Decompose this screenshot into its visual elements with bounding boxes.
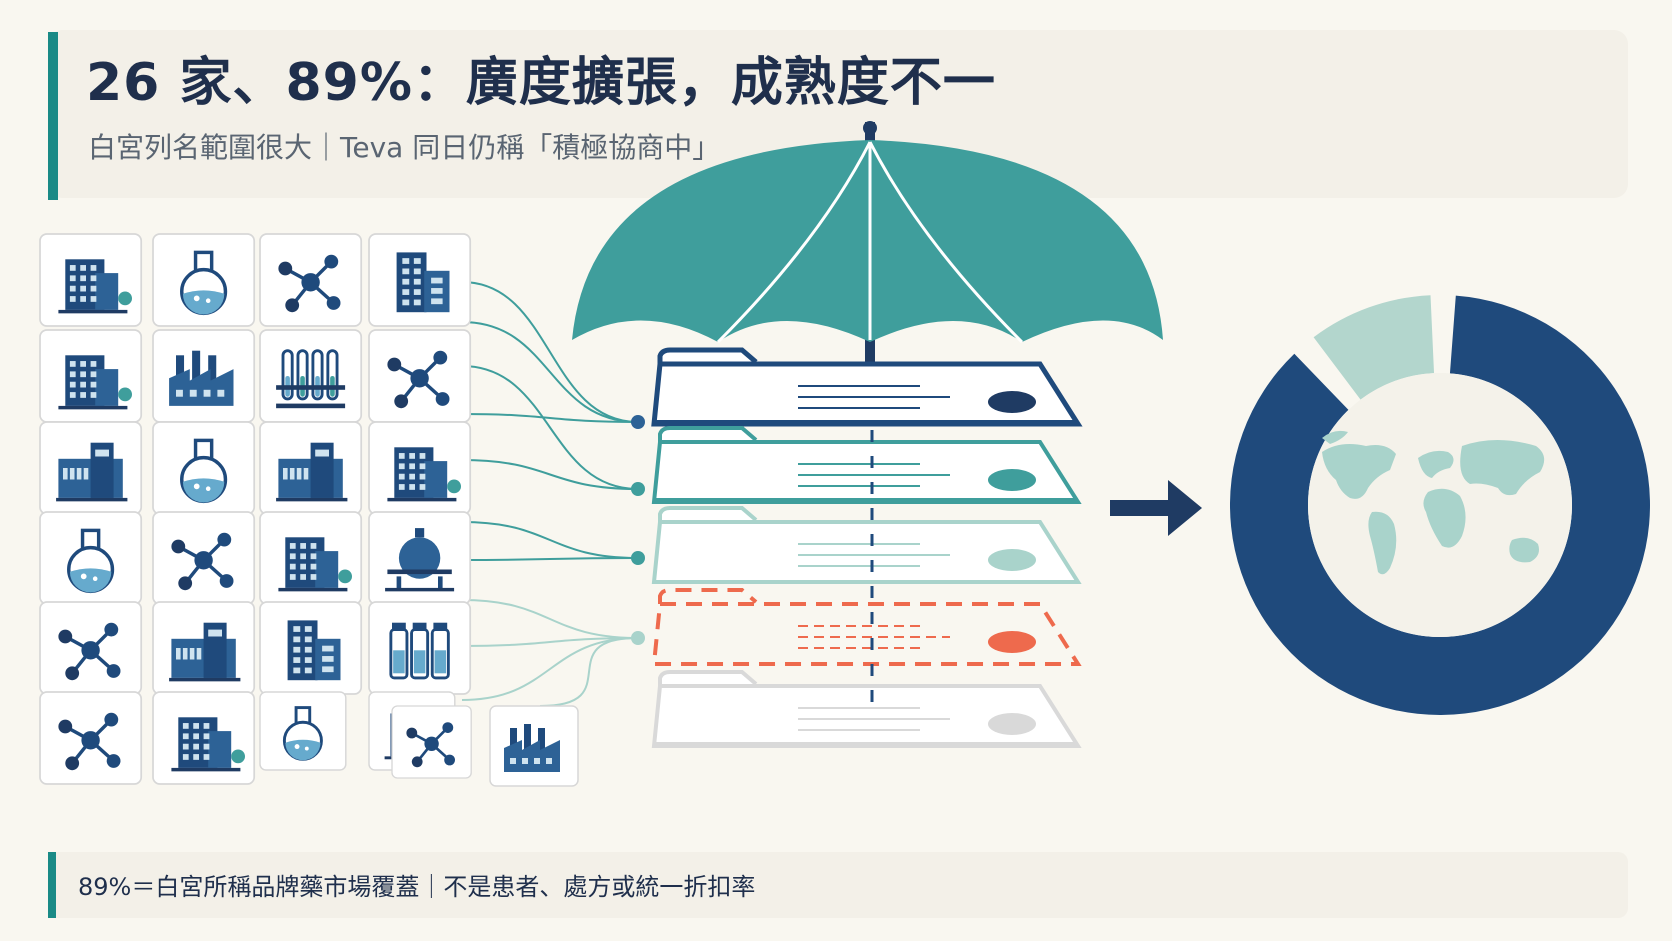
connector-node [631, 482, 645, 496]
company-tile [259, 233, 363, 327]
company-tile [152, 233, 256, 327]
company-tile [368, 511, 472, 605]
page-title: 26 家、89%：廣度擴張，成熟度不一 [86, 53, 996, 113]
agreement-document [651, 426, 1082, 504]
molecule-icon [58, 712, 121, 771]
flask-icon [180, 438, 228, 504]
company-tile [152, 329, 256, 423]
flask-icon [180, 250, 228, 316]
company-tile [39, 511, 143, 605]
factory-icon [504, 724, 560, 772]
lab-building-icon [276, 442, 348, 502]
molecule-icon [387, 350, 450, 409]
connector-line [461, 459, 639, 490]
company-tile [368, 601, 472, 695]
header-accent-bar [48, 32, 58, 200]
company-tile [152, 601, 256, 695]
factory-icon [169, 350, 234, 406]
company-tile [259, 421, 363, 515]
connector-node [631, 631, 645, 645]
office-building-icon [171, 717, 245, 772]
footer-panel [48, 852, 1628, 918]
connector-node [631, 415, 645, 429]
connector-line [461, 557, 639, 561]
connector-line [461, 637, 639, 647]
donut-remaining-segment [1313, 295, 1435, 400]
vials-icon [389, 622, 450, 680]
company-tile [39, 329, 143, 423]
footer-note: 89%＝白宮所稱品牌藥市場覆蓋｜不是患者、處方或統一折扣率 [78, 873, 756, 901]
company-tile [39, 601, 143, 695]
company-tile [259, 329, 363, 423]
document-seal [988, 391, 1036, 413]
connector-line [461, 365, 639, 490]
company-tile [39, 233, 143, 327]
connector-lines [461, 281, 645, 707]
agreement-document-stack [651, 347, 1083, 748]
footer-accent-bar [48, 852, 56, 918]
world-map-icon [1322, 430, 1545, 575]
connector-node [631, 551, 645, 565]
office-building-icon [58, 355, 132, 410]
donut-covered-segment [1230, 295, 1650, 715]
test-tubes-icon [276, 349, 346, 409]
tank-plant-icon [385, 528, 455, 592]
company-tile [39, 691, 143, 785]
connector-line [539, 637, 639, 707]
agreement-document [651, 506, 1082, 584]
office-building-icon [58, 259, 132, 314]
arrow-right-icon [1110, 480, 1202, 536]
connector-line [461, 321, 639, 423]
page-subtitle: 白宮列名範圍很大｜Teva 同日仍稱「積極協商中」 [88, 131, 721, 164]
company-tile [368, 329, 472, 423]
office-building-icon [278, 537, 352, 592]
connector-line [461, 637, 639, 701]
company-icon-grid [39, 233, 579, 787]
flask-icon [282, 706, 323, 761]
agreement-document [651, 670, 1082, 748]
company-tile [368, 421, 472, 515]
agreement-document [651, 588, 1082, 666]
agreement-document [651, 347, 1083, 427]
tower-building-icon [396, 252, 450, 313]
molecule-icon [406, 722, 455, 768]
lab-building-icon [169, 622, 241, 682]
company-tile [259, 601, 363, 695]
company-tile [259, 511, 363, 605]
molecule-icon [58, 622, 121, 681]
company-tile [368, 233, 472, 327]
company-tile [39, 421, 143, 515]
company-tile [391, 705, 472, 779]
document-seal [988, 631, 1036, 653]
company-tile [152, 511, 256, 605]
connector-line [461, 599, 639, 639]
tower-building-icon [287, 620, 341, 681]
office-building-icon [387, 447, 461, 502]
company-tile [489, 705, 579, 787]
connector-line [461, 413, 639, 423]
connector-line [461, 281, 639, 423]
coverage-donut [1230, 295, 1650, 715]
company-tile [259, 691, 347, 771]
company-tile [152, 691, 256, 785]
document-seal [988, 549, 1036, 571]
flask-icon [67, 528, 115, 594]
company-tile [152, 421, 256, 515]
document-seal [988, 469, 1036, 491]
document-seal [988, 713, 1036, 735]
connector-line [461, 521, 639, 559]
lab-building-icon [56, 442, 128, 502]
umbrella-icon [572, 121, 1163, 367]
molecule-icon [278, 254, 341, 313]
molecule-icon [171, 532, 234, 591]
